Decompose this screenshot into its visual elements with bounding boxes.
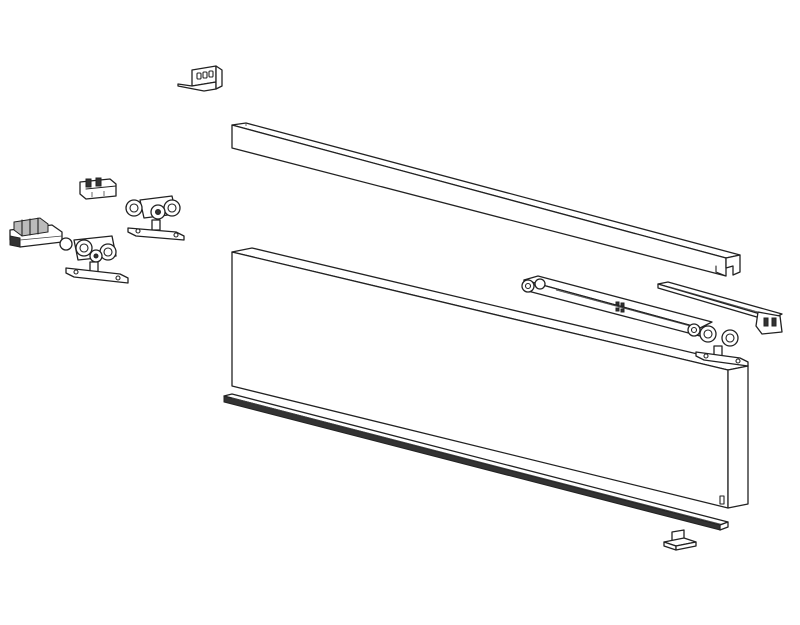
channel-icon — [223, 393, 729, 531]
l-bracket-icon — [177, 65, 223, 92]
roller-icon — [125, 195, 185, 241]
damper-icon — [521, 275, 713, 337]
clip-icon — [79, 177, 117, 200]
floor-guide-icon — [663, 529, 697, 551]
panel-icon — [231, 247, 749, 509]
rail-icon — [231, 122, 741, 277]
roller-icon — [695, 325, 749, 367]
catch-icon — [9, 217, 63, 248]
roller-icon — [59, 235, 129, 284]
activator-icon — [657, 281, 783, 335]
